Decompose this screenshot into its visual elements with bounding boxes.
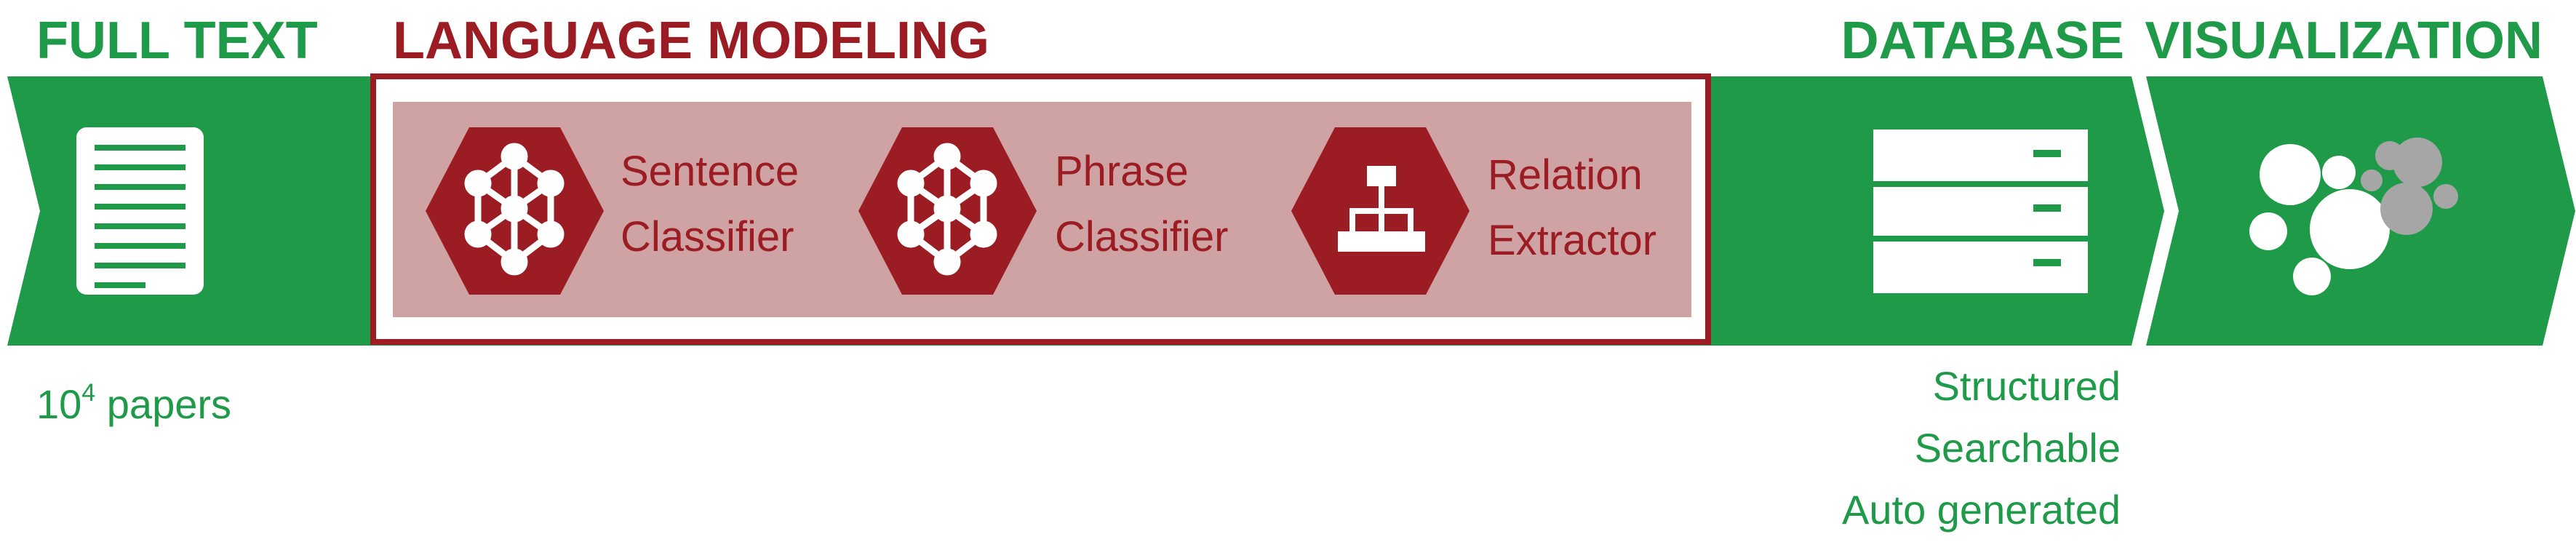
neural-network-icon xyxy=(897,143,997,276)
relation-extractor-module: Relation Extractor xyxy=(1291,127,1656,295)
caption-rest: papers xyxy=(95,381,231,427)
hierarchy-icon xyxy=(1338,166,1425,252)
database-feature-auto-generated: Auto generated xyxy=(1842,487,2121,533)
caption-base: 10 xyxy=(36,381,81,427)
phrase-classifier-module: Phrase Classifier xyxy=(858,127,1229,295)
caption-superscript: 4 xyxy=(81,379,95,407)
database-feature-searchable: Searchable xyxy=(1915,425,2121,471)
module-label-line1: Phrase xyxy=(1055,148,1189,195)
visualization-title: VISUALIZATION xyxy=(2145,12,2543,70)
database-feature-structured: Structured xyxy=(1933,363,2121,409)
module-label-line1: Relation xyxy=(1488,151,1643,199)
sentence-classifier-module: Sentence Classifier xyxy=(426,127,799,295)
database-title: DATABASE xyxy=(1841,12,2124,70)
module-label-line2: Extractor xyxy=(1488,217,1656,264)
document-icon xyxy=(76,127,204,295)
language-modeling-title: LANGUAGE MODELING xyxy=(393,12,989,70)
papers-count-caption: 104 papers xyxy=(36,379,231,427)
full-text-title: FULL TEXT xyxy=(36,12,318,70)
database-icon xyxy=(1873,129,2088,293)
bubble-chart-icon xyxy=(2249,138,2458,295)
module-label-line2: Classifier xyxy=(1055,213,1229,260)
module-label-line1: Sentence xyxy=(621,148,799,195)
neural-network-icon xyxy=(464,143,565,276)
language-modeling-inner-box xyxy=(393,102,1691,317)
module-label-line2: Classifier xyxy=(621,213,794,260)
